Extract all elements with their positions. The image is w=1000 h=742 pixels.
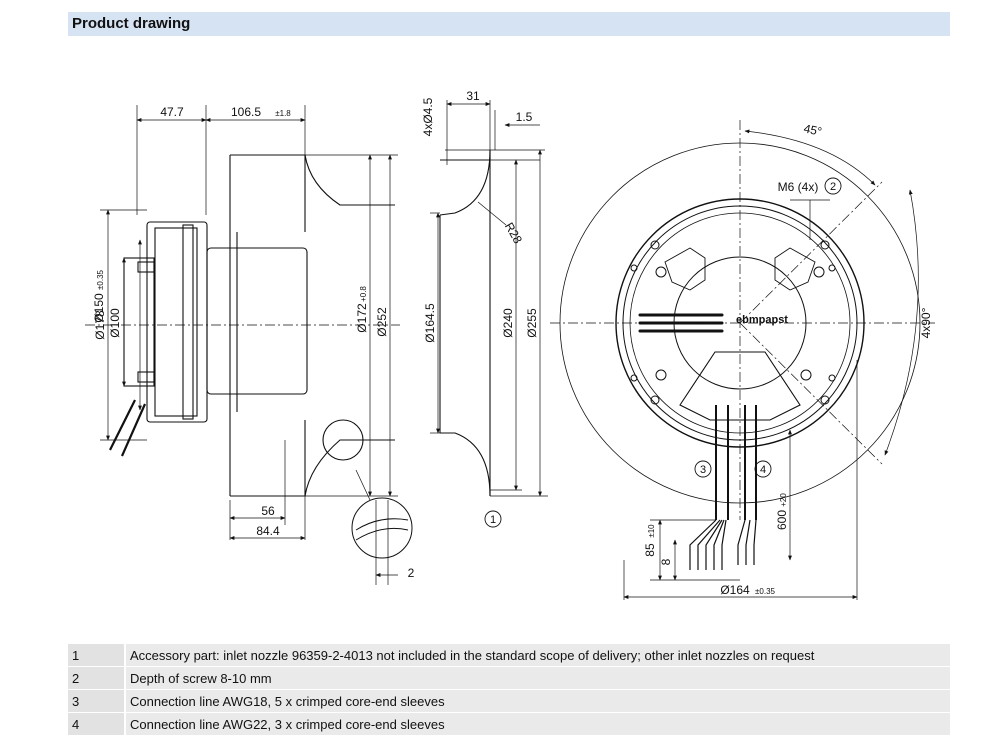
dim-d252: Ø252 (375, 307, 389, 337)
notes-table: 1 Accessory part: inlet nozzle 96359-2-4… (68, 644, 950, 736)
dim-d164-tol: ±0.35 (755, 587, 776, 596)
side-view-labels: 47.7 106.5 ±1.8 Ø178 Ø150 ±0.35 Ø100 Ø17… (92, 105, 389, 538)
dim-8: 8 (659, 558, 673, 565)
front-view-centerlines (550, 120, 935, 520)
table-row: 1 Accessory part: inlet nozzle 96359-2-4… (68, 644, 950, 667)
note-text: Connection line AWG18, 5 x crimped core-… (124, 689, 950, 713)
dim-31: 31 (466, 89, 480, 103)
dim-d164: Ø164 (720, 583, 750, 597)
dim-d164-5: Ø164.5 (423, 303, 437, 343)
dim-84-4: 84.4 (256, 524, 280, 538)
nozzle-dimensions (430, 100, 548, 497)
dim-1-5: 1.5 (516, 110, 533, 124)
dim-600-tol: +20 (779, 493, 788, 507)
front-view-dimensions (623, 129, 919, 600)
dim-85-tol: ±10 (647, 524, 656, 538)
callout-2-label: 2 (830, 181, 836, 193)
callout-3-label: 3 (700, 464, 706, 476)
dim-d150: Ø150 (92, 293, 106, 323)
dim-d178: Ø178 (93, 310, 107, 340)
dim-85: 85 (643, 543, 657, 557)
ebmpapst-logo: ebmpapst (736, 314, 788, 326)
callout-4-label: 4 (760, 464, 766, 476)
note-number: 3 (68, 689, 125, 713)
dim-4x-d4-5: 4xØ4.5 (421, 97, 435, 136)
dim-d255: Ø255 (525, 308, 539, 338)
dim-56: 56 (261, 504, 275, 518)
note-text: Depth of screw 8-10 mm (124, 666, 950, 690)
callout-1 (484, 510, 502, 528)
nozzle-view (439, 149, 491, 497)
callout-1-label: 1 (490, 514, 496, 526)
section-header: Product drawing (68, 12, 950, 36)
dim-d172-tol: +0.8 (359, 286, 368, 302)
side-view-dimensions (100, 105, 398, 540)
dim-2: 2 (408, 566, 415, 580)
dim-d100: Ø100 (108, 308, 122, 338)
dim-106-5: 106.5 (231, 105, 261, 119)
note-number: 2 (68, 666, 125, 690)
table-row: 4 Connection line AWG22, 3 x crimped cor… (68, 712, 950, 736)
dim-600: 600 (775, 510, 789, 530)
nozzle-labels: 4xØ4.5 31 1.5 R28 Ø164.5 Ø240 Ø255 (421, 89, 539, 343)
detail-view (351, 497, 413, 585)
note-number: 1 (68, 644, 125, 667)
dim-47-7: 47.7 (160, 105, 184, 119)
dim-m6: M6 (4x) (778, 180, 819, 194)
dim-45-deg: 45° (802, 121, 823, 139)
front-view-labels: 45° M6 (4x) 4x90° ebmpapst 85 ±10 8 600 … (643, 121, 933, 597)
dim-d172: Ø172 (355, 303, 369, 333)
side-view (109, 154, 395, 497)
wire-ends (689, 519, 757, 570)
dim-d150-tol: ±0.35 (96, 269, 105, 290)
section-title: Product drawing (72, 15, 191, 32)
dim-4x90: 4x90° (919, 307, 933, 338)
table-row: 3 Connection line AWG18, 5 x crimped cor… (68, 689, 950, 713)
note-number: 4 (68, 712, 125, 736)
dim-d240: Ø240 (501, 308, 515, 338)
dim-106-5-tol: ±1.8 (275, 109, 291, 118)
note-text: Accessory part: inlet nozzle 96359-2-401… (124, 644, 950, 667)
dim-r28: R28 (502, 220, 525, 246)
product-drawing: 47.7 106.5 ±1.8 Ø178 Ø150 ±0.35 Ø100 Ø17… (85, 89, 935, 600)
callouts-front (694, 177, 842, 478)
note-text: Connection line AWG22, 3 x crimped core-… (124, 712, 950, 736)
table-row: 2 Depth of screw 8-10 mm (68, 666, 950, 690)
